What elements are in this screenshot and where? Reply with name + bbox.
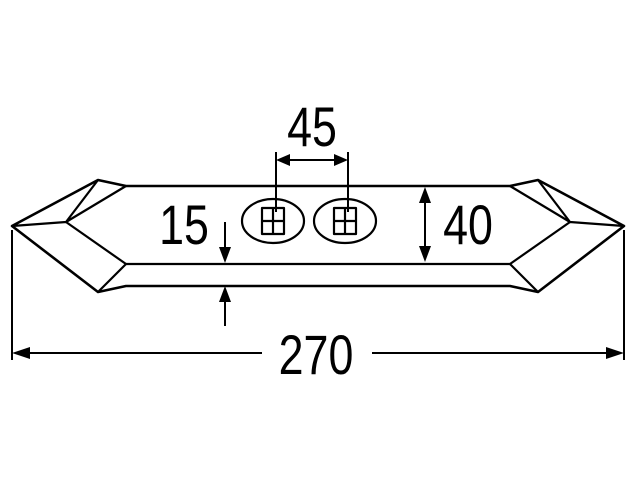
mounting-hole-left [240,197,306,245]
arrowhead [419,246,431,262]
overall-length-label: 270 [279,323,354,386]
blade-width-label: 40 [443,193,493,256]
blade-outline [10,178,626,294]
dimension-hole-offset: 15 [159,193,231,326]
arrowhead [606,347,624,359]
dimension-overall-length: 270 [11,230,625,386]
arrowhead [12,347,30,359]
arrowhead [334,154,348,166]
arrowhead [276,154,290,166]
arrowhead [219,247,231,263]
dimension-blade-width: 40 [419,187,493,262]
dimension-hole-spacing: 45 [275,95,349,212]
arrowhead [419,187,431,203]
blade-body [10,178,626,294]
arrowhead [219,286,231,302]
hole-spacing-label: 45 [287,95,337,158]
hole-offset-label: 15 [159,193,209,256]
mounting-hole-right [312,197,378,245]
